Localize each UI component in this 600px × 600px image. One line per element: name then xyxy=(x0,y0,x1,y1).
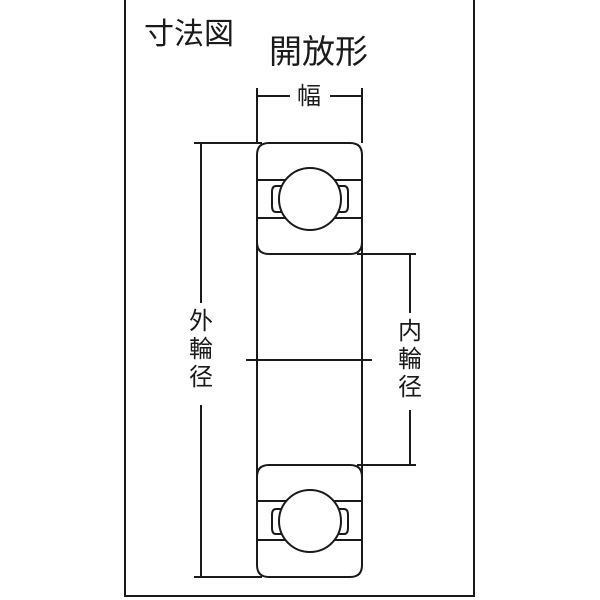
cage-left-upper xyxy=(271,185,281,213)
inner-ring-lower xyxy=(256,464,363,502)
cage-left-lower xyxy=(271,508,281,535)
width-dimension-line xyxy=(256,88,363,143)
inner-diameter-dimension-line xyxy=(357,253,416,466)
ball-lower xyxy=(278,489,342,553)
inner-diameter-label: 内輪径 xyxy=(398,317,422,401)
outer-diameter-label: 外輪径 xyxy=(189,307,213,391)
lower-section xyxy=(256,464,363,578)
cage-right-upper xyxy=(339,185,349,213)
cage-right-lower xyxy=(339,508,349,535)
width-label: 幅 xyxy=(297,82,321,110)
inner-ring-upper xyxy=(256,217,363,255)
outer-diameter-dimension-line xyxy=(194,142,262,578)
drawing-frame xyxy=(124,0,475,597)
bearing-type-label: 開放形 xyxy=(269,32,368,71)
drawing-title: 寸法図 xyxy=(144,17,234,52)
outer-ring-upper xyxy=(256,142,363,181)
outer-ring-lower xyxy=(256,539,363,578)
upper-section xyxy=(256,142,363,255)
ball-upper xyxy=(278,167,342,231)
